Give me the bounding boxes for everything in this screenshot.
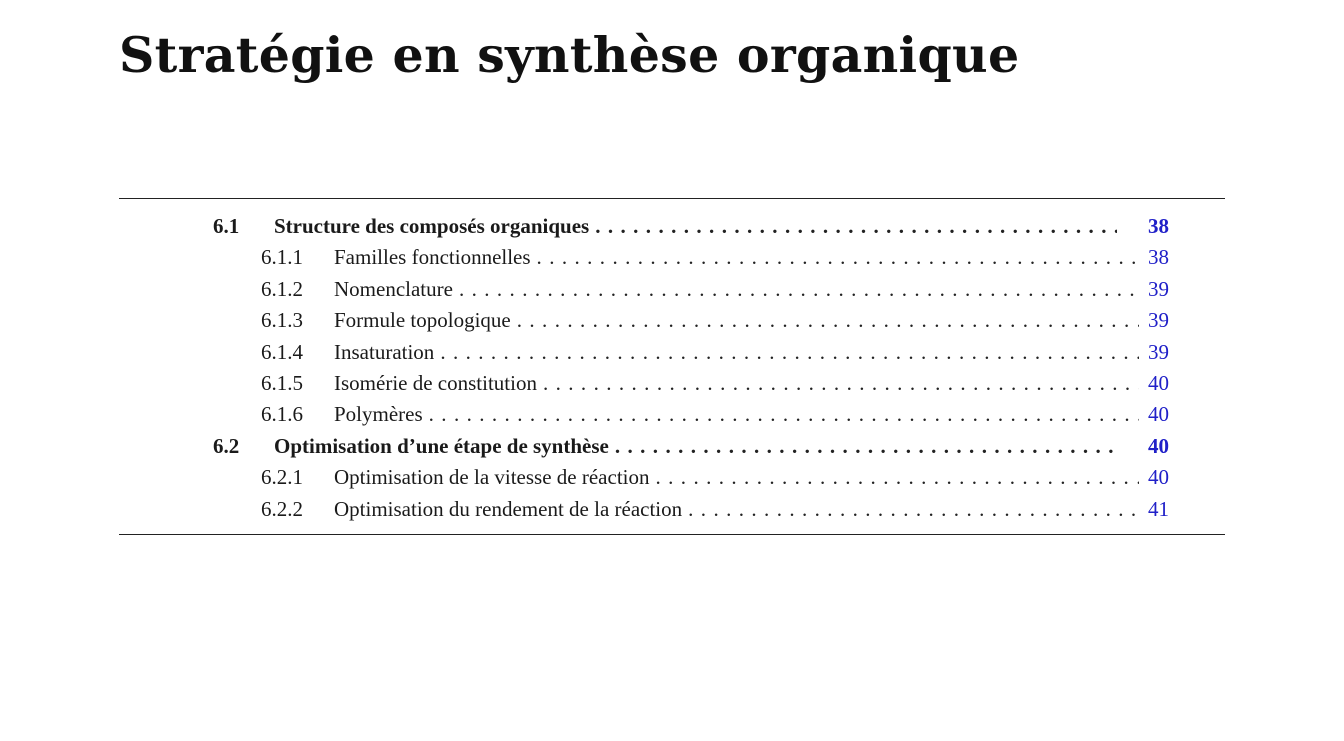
chapter-title: Stratégie en synthèse organique <box>119 26 1020 84</box>
toc-dot-leader: ........................................… <box>595 214 1117 238</box>
toc-page-link[interactable]: 40 <box>1148 402 1169 427</box>
toc-dot-leader: ........................................… <box>688 496 1139 521</box>
toc-entry-6-1[interactable]: 6.1 Structure des composés organiques ..… <box>213 211 1169 242</box>
toc-page-link[interactable]: 40 <box>1148 465 1169 490</box>
toc-entry-title: Nomenclature <box>334 276 453 301</box>
toc-entry-title: Isomérie de constitution <box>334 371 537 395</box>
toc-page-link[interactable]: 39 <box>1148 276 1169 301</box>
toc-entry-number: 6.2.1 <box>261 465 303 490</box>
toc-page-link[interactable]: 39 <box>1148 339 1169 364</box>
toc-dot-leader: ........................................… <box>516 308 1139 333</box>
toc-dot-leader: ........................................… <box>542 371 1139 395</box>
toc-bottom-rule <box>119 534 1225 535</box>
toc-entry-6-1-1[interactable]: 6.1.1 Familles fonctionnelles ..........… <box>261 242 1169 273</box>
toc-entry-title: Optimisation du rendement de la réaction <box>334 496 683 521</box>
toc-entry-6-1-2[interactable]: 6.1.2 Nomenclature .....................… <box>261 274 1169 305</box>
toc-dot-leader: ........................................… <box>655 465 1140 490</box>
toc-entry-title: Insaturation <box>334 339 435 364</box>
toc-entry-number: 6.1.2 <box>261 276 303 301</box>
toc-entry-6-2[interactable]: 6.2 Optimisation d’une étape de synthèse… <box>213 431 1169 462</box>
toc-entry-6-1-6[interactable]: 6.1.6 Polymères ........................… <box>261 399 1169 430</box>
toc-entry-6-1-5[interactable]: 6.1.5 Isomérie de constitution .........… <box>261 368 1169 399</box>
toc-entry-number: 6.1 <box>213 214 240 238</box>
toc-entry-6-2-1[interactable]: 6.2.1 Optimisation de la vitesse de réac… <box>261 462 1169 493</box>
toc-entry-number: 6.1.4 <box>261 339 303 364</box>
toc-entry-title: Polymères <box>334 402 423 427</box>
toc-entry-number: 6.1.6 <box>261 402 303 427</box>
toc-entry-title: Optimisation de la vitesse de réaction <box>334 465 650 490</box>
toc-entry-title: Familles fonctionnelles <box>334 245 531 270</box>
toc-page-link[interactable]: 39 <box>1148 308 1169 333</box>
toc-page-link[interactable]: 40 <box>1148 433 1169 458</box>
toc-dot-leader: ........................................… <box>428 402 1139 427</box>
toc-entry-6-2-2[interactable]: 6.2.2 Optimisation du rendement de la ré… <box>261 494 1169 525</box>
toc-top-rule <box>119 198 1225 199</box>
toc-entry-title: Optimisation d’une étape de synthèse <box>274 433 609 458</box>
toc-entry-number: 6.2 <box>213 433 240 458</box>
toc-entry-title: Structure des composés organiques <box>274 214 590 238</box>
toc-page-link[interactable]: 40 <box>1148 371 1169 395</box>
toc-entry-6-1-3[interactable]: 6.1.3 Formule topologique ..............… <box>261 305 1169 336</box>
toc-page-link[interactable]: 38 <box>1148 245 1169 270</box>
toc-dot-leader: ........................................… <box>614 433 1117 458</box>
toc-dot-leader: ........................................… <box>440 339 1139 364</box>
toc-entry-number: 6.1.3 <box>261 308 303 333</box>
toc-entry-title: Formule topologique <box>334 308 511 333</box>
toc-entry-number: 6.2.2 <box>261 496 303 521</box>
toc-page-link[interactable]: 41 <box>1148 496 1169 521</box>
toc-entry-number: 6.1.1 <box>261 245 303 270</box>
toc-entry-6-1-4[interactable]: 6.1.4 Insaturation .....................… <box>261 337 1169 368</box>
toc-dot-leader: ........................................… <box>536 245 1139 270</box>
toc-entry-number: 6.1.5 <box>261 371 303 395</box>
toc-dot-leader: ........................................… <box>458 276 1139 301</box>
toc-page-link[interactable]: 38 <box>1148 214 1169 238</box>
